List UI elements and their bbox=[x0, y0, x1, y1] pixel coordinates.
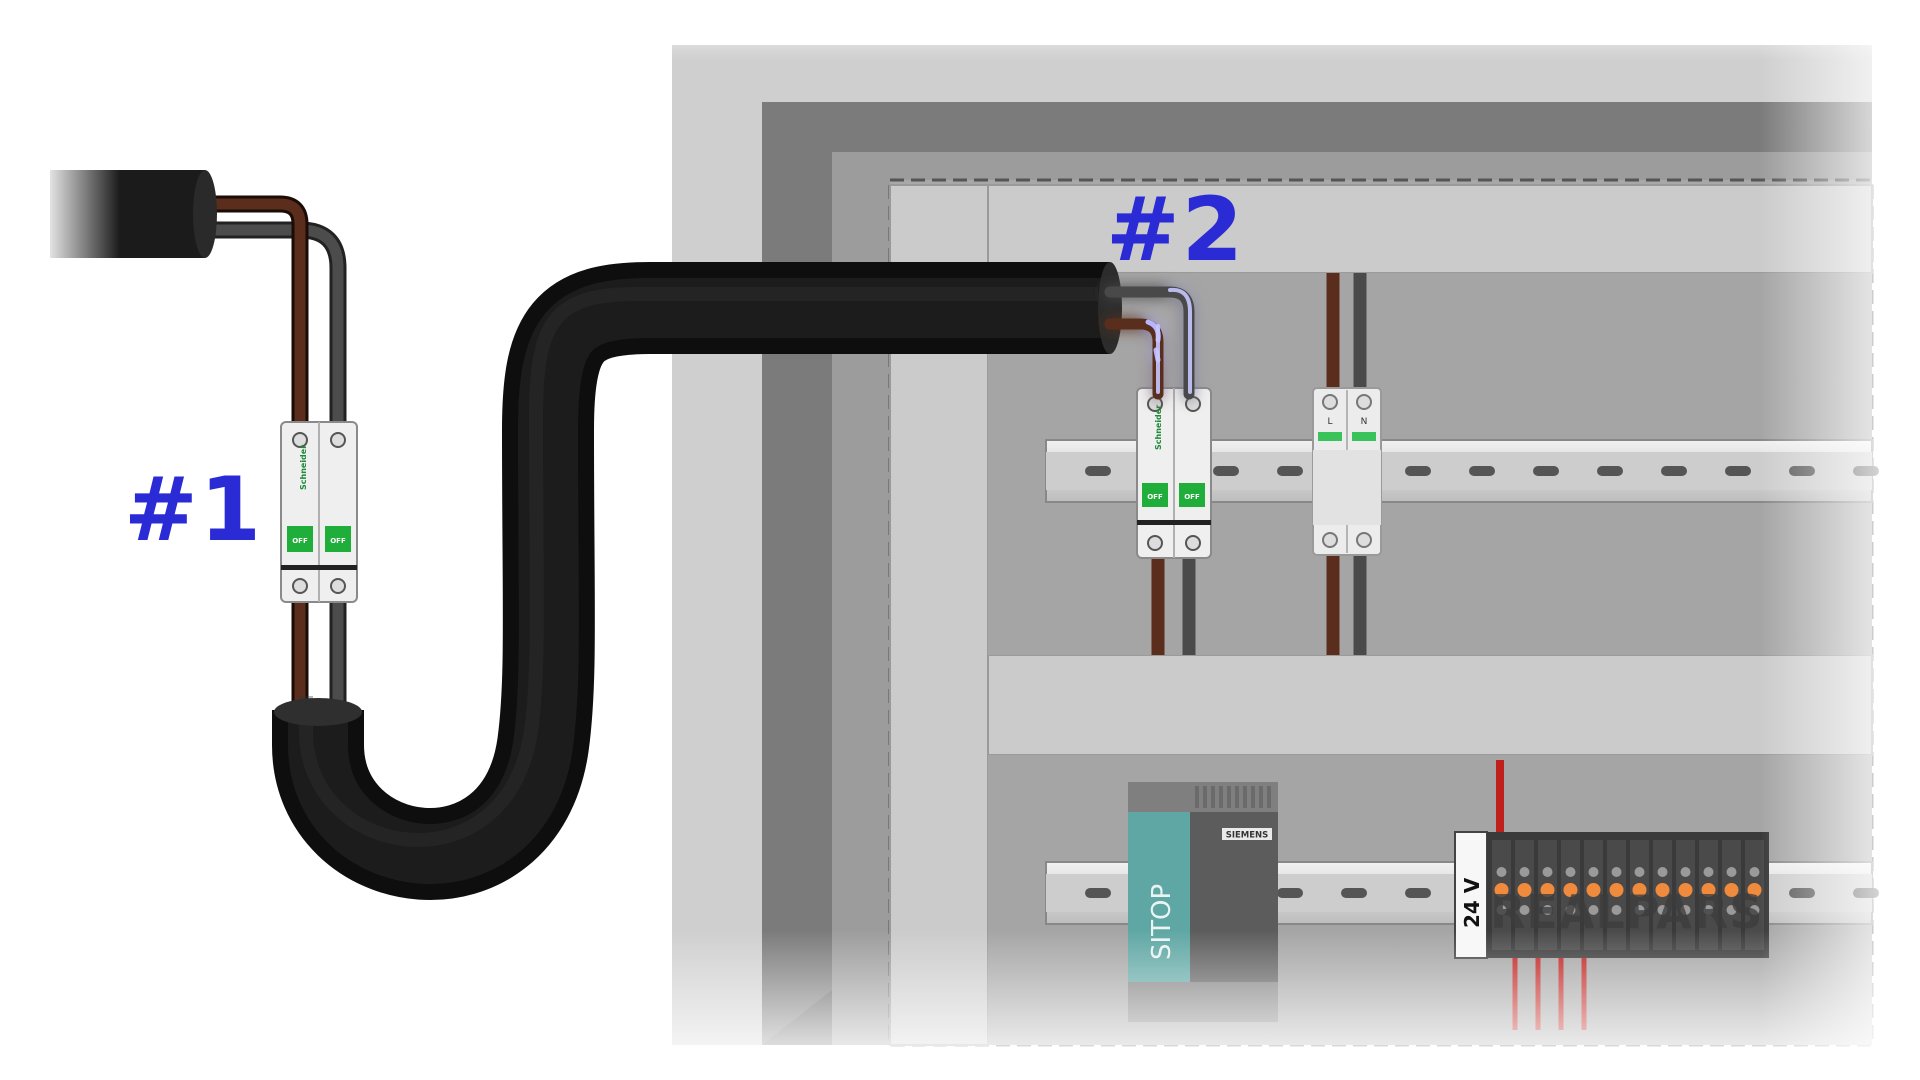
screw-icon bbox=[1542, 905, 1553, 915]
screw-icon bbox=[1519, 905, 1530, 915]
psu-vent bbox=[1243, 786, 1247, 808]
rail-slot bbox=[1661, 466, 1687, 476]
wiring-duct-top bbox=[889, 184, 1873, 274]
rail-slot bbox=[1085, 466, 1111, 476]
terminal-lever bbox=[1701, 883, 1716, 897]
screw-icon bbox=[1749, 867, 1760, 877]
screw-icon bbox=[1322, 532, 1338, 548]
terminal-lever bbox=[1747, 883, 1762, 897]
watermark-logo: REALPARS bbox=[1490, 885, 1764, 939]
rail-slot bbox=[1277, 888, 1303, 898]
point-label-2: #2 bbox=[1106, 178, 1245, 281]
panel-top-wires bbox=[1326, 273, 1367, 390]
psu-vent bbox=[1267, 786, 1271, 808]
feed-wires bbox=[191, 195, 347, 729]
cable-end-right bbox=[1098, 262, 1122, 354]
point-label-1: #1 bbox=[124, 458, 263, 561]
terminal-lever bbox=[1517, 883, 1532, 897]
breaker-brand: Schneider bbox=[1154, 405, 1163, 450]
screw-icon bbox=[1322, 394, 1338, 410]
terminal-lever bbox=[1632, 883, 1647, 897]
cable-end-left bbox=[274, 698, 362, 726]
breaker-state: OFF bbox=[1147, 493, 1163, 501]
screw-icon bbox=[1185, 535, 1201, 551]
screw-icon bbox=[1611, 867, 1622, 877]
screw-icon bbox=[1749, 905, 1760, 915]
screw-icon bbox=[1634, 867, 1645, 877]
screw-icon bbox=[1147, 535, 1163, 551]
psu-vent bbox=[1203, 786, 1207, 808]
rail-slot bbox=[1213, 466, 1239, 476]
screw-icon bbox=[1726, 867, 1737, 877]
terminal-block-label: 24 V bbox=[1460, 877, 1484, 928]
screw-icon bbox=[1496, 905, 1507, 915]
breaker-brand: Schneider bbox=[299, 445, 308, 490]
fade-bottom bbox=[640, 930, 1920, 1080]
screw-icon bbox=[1565, 867, 1576, 877]
terminal-mark-n: N bbox=[1361, 417, 1368, 427]
terminal-lever bbox=[1586, 883, 1601, 897]
breaker-state: OFF bbox=[1184, 493, 1200, 501]
terminal-lever bbox=[1609, 883, 1624, 897]
screw-icon bbox=[292, 578, 308, 594]
screw-icon bbox=[292, 432, 308, 448]
terminal-mark-l: L bbox=[1327, 417, 1332, 427]
screw-icon bbox=[1356, 394, 1372, 410]
screw-icon bbox=[1726, 905, 1737, 915]
rail-slot bbox=[1469, 466, 1495, 476]
psu-vent bbox=[1227, 786, 1231, 808]
terminal-lever bbox=[1563, 883, 1578, 897]
rail-slot bbox=[1597, 466, 1623, 476]
fade-right bbox=[1760, 0, 1920, 1080]
screw-icon bbox=[1542, 867, 1553, 877]
screw-icon bbox=[1703, 905, 1714, 915]
terminal-lever bbox=[1494, 883, 1509, 897]
rail-slot bbox=[1405, 888, 1431, 898]
screw-icon bbox=[1496, 867, 1507, 877]
psu-vent bbox=[1251, 786, 1255, 808]
incoming-cable bbox=[40, 165, 217, 265]
screw-icon bbox=[1657, 867, 1668, 877]
energised-wires bbox=[1104, 286, 1195, 400]
screw-icon bbox=[1565, 905, 1576, 915]
rail-slot bbox=[1725, 466, 1751, 476]
screw-icon bbox=[1703, 867, 1714, 877]
psu-vent bbox=[1219, 786, 1223, 808]
distribution-terminal: L N bbox=[1312, 387, 1382, 556]
terminal-lever bbox=[1655, 883, 1670, 897]
screw-icon bbox=[1356, 532, 1372, 548]
screw-icon bbox=[1611, 905, 1622, 915]
screw-icon bbox=[1657, 905, 1668, 915]
rail-slot bbox=[1533, 466, 1559, 476]
rail-slot bbox=[1405, 466, 1431, 476]
power-cable bbox=[272, 262, 1110, 900]
screw-icon bbox=[1519, 867, 1530, 877]
psu-vent bbox=[1195, 786, 1199, 808]
panel-circuit-breaker: Schneider OFF OFF bbox=[1136, 387, 1212, 559]
psu-vent bbox=[1211, 786, 1215, 808]
breaker-state: OFF bbox=[292, 537, 308, 545]
psu-brand: SIEMENS bbox=[1226, 831, 1269, 841]
screw-icon bbox=[330, 432, 346, 448]
feed-circuit-breaker: Schneider OFF OFF bbox=[280, 421, 358, 603]
rail-slot bbox=[1341, 888, 1367, 898]
terminal-lever bbox=[1724, 883, 1739, 897]
screw-icon bbox=[1588, 867, 1599, 877]
terminal-lever bbox=[1540, 883, 1555, 897]
panel-output-wires bbox=[1151, 545, 1367, 655]
rail-slot bbox=[1277, 466, 1303, 476]
fade-top bbox=[640, 0, 1920, 60]
rail-slot bbox=[1085, 888, 1111, 898]
screw-icon bbox=[1588, 905, 1599, 915]
wiring-duct-middle bbox=[987, 654, 1873, 756]
psu-vent bbox=[1259, 786, 1263, 808]
psu-vent bbox=[1235, 786, 1239, 808]
breaker-state: OFF bbox=[330, 537, 346, 545]
terminal-lever bbox=[1678, 883, 1693, 897]
screw-icon bbox=[1680, 905, 1691, 915]
screw-icon bbox=[1680, 867, 1691, 877]
screw-icon bbox=[330, 578, 346, 594]
screw-icon bbox=[1634, 905, 1645, 915]
